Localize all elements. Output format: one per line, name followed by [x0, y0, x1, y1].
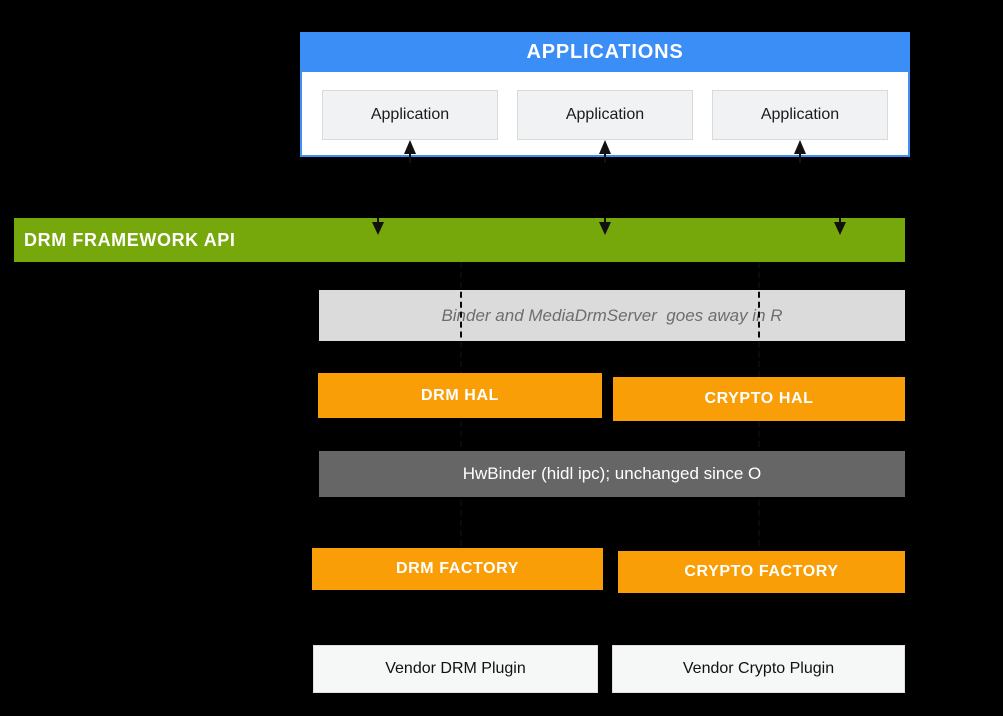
hwbinder-bar: HwBinder (hidl ipc); unchanged since O [319, 451, 905, 497]
application-box: Application [712, 90, 888, 140]
drm-hal-box: DRM HAL [318, 373, 602, 418]
arrowhead-up-icon [599, 140, 611, 154]
vendor-drm-plugin-box: Vendor DRM Plugin [313, 645, 598, 693]
crypto-hal-box: CRYPTO HAL [613, 377, 905, 421]
drm-factory-box: DRM FACTORY [312, 548, 603, 590]
arrow-stem [409, 152, 411, 163]
arrowhead-up-icon [404, 140, 416, 154]
application-box: Application [517, 90, 693, 140]
arrowhead-down-icon [372, 222, 384, 235]
drm-framework-api-bar: DRM FRAMEWORK API [14, 218, 905, 262]
application-box: Application [322, 90, 498, 140]
arrow-stem [604, 152, 606, 163]
arrowhead-down-icon [834, 222, 846, 235]
applications-header: APPLICATIONS [300, 32, 910, 72]
vendor-crypto-plugin-box: Vendor Crypto Plugin [612, 645, 905, 693]
binder-note-bar: Binder and MediaDrmServer goes away in R [319, 290, 905, 341]
arrowhead-down-icon [599, 222, 611, 235]
arrow-stem [799, 152, 801, 163]
crypto-factory-box: CRYPTO FACTORY [618, 551, 905, 593]
arrowhead-up-icon [794, 140, 806, 154]
